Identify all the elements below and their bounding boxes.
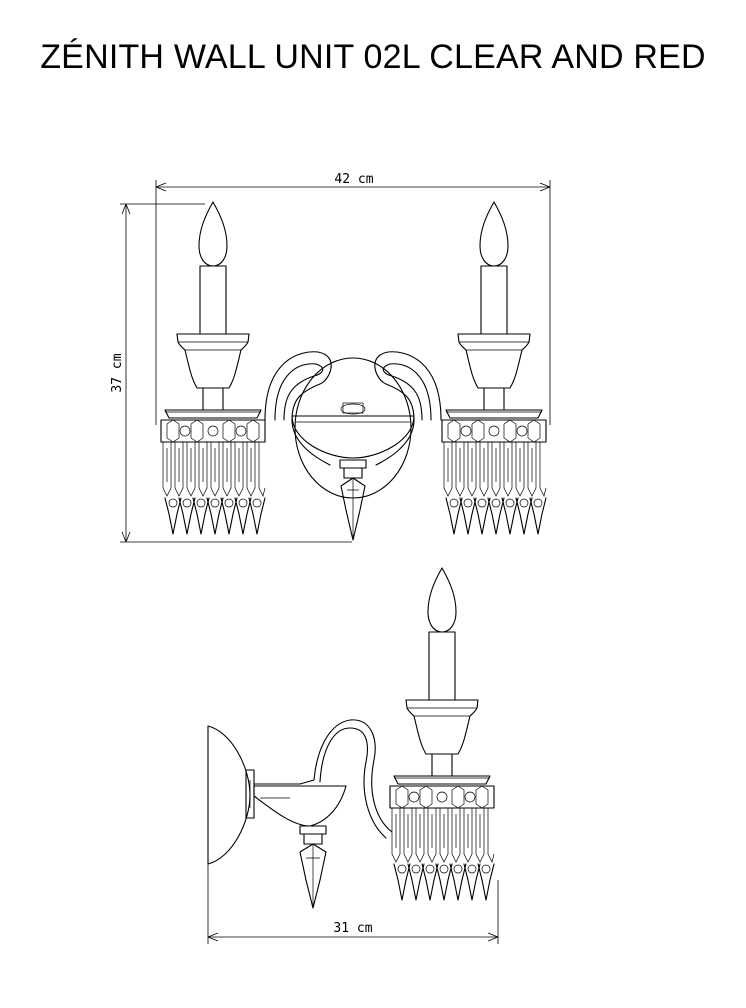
height-dimension: 37 cm	[110, 203, 352, 543]
left-candle-unit	[161, 202, 265, 534]
side-wall-plate	[207, 725, 251, 865]
right-arm	[374, 351, 442, 466]
left-arm	[264, 351, 332, 466]
width-label: 42 cm	[334, 172, 373, 187]
right-candle-unit	[442, 202, 546, 534]
height-label: 37 cm	[110, 353, 125, 392]
side-arm	[253, 719, 393, 833]
depth-dimension: 31 cm	[207, 864, 499, 944]
front-view: 42 cm 37 cm	[110, 172, 551, 543]
side-bowl	[253, 785, 347, 827]
page-title: ZÉNITH WALL UNIT 02L CLEAR AND RED	[40, 38, 706, 76]
wall-plate	[294, 357, 412, 499]
central-bowl	[291, 415, 415, 459]
width-dimension: 42 cm	[155, 172, 551, 425]
side-view: 31 cm	[207, 568, 499, 944]
side-candle-unit	[390, 568, 494, 900]
depth-label: 31 cm	[333, 921, 372, 936]
